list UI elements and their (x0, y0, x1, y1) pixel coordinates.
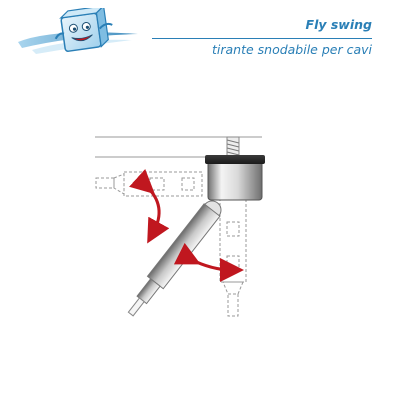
product-subtitle: tirante snodabile per cavi (211, 42, 372, 57)
ghost-horizontal-position (95, 171, 203, 197)
cable-rod (127, 203, 221, 317)
rotation-arrow-lower (173, 242, 244, 282)
threaded-stud (226, 136, 240, 158)
smiling-cube-mascot-icon (18, 8, 138, 54)
product-title: Fly swing (305, 17, 372, 32)
header: Fly swing tirante snodabile per cavi (0, 0, 400, 70)
title-block: Fly swing (306, 17, 372, 33)
title-divider (152, 38, 372, 39)
ghost-vertical-position (219, 199, 247, 317)
rotation-arrow-upper (129, 169, 170, 244)
swivel-body (205, 155, 265, 201)
